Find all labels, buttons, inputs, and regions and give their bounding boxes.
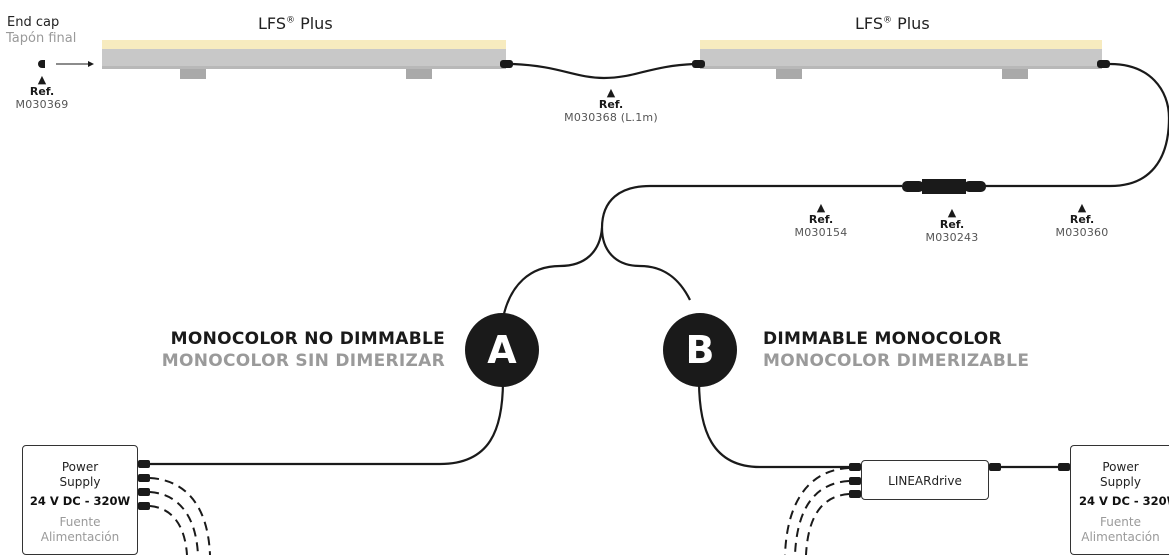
ref-feed-cable-right: ▲ Ref. M030360: [1055, 201, 1109, 239]
badge-b: [663, 313, 737, 387]
ref-connector: ▲ Ref. M030243: [925, 206, 979, 244]
power-supply-left: Power Supply 24 V DC - 320W Fuente Alime…: [22, 445, 138, 555]
branch-b-cable: [697, 379, 1070, 471]
profile-body-left: [102, 49, 506, 69]
badge-a-letter: A: [487, 328, 517, 372]
mode-b-label: DIMMABLE MONOCOLOR MONOCOLOR DIMERIZABLE: [763, 329, 1030, 371]
badge-b-letter: B: [685, 328, 715, 372]
mounting-clip: [1002, 69, 1028, 79]
inline-connector: [922, 179, 966, 194]
led-strip-left: [102, 40, 506, 49]
product-title-right: LFS® Plus: [855, 14, 930, 33]
connector-right-plug: [964, 181, 986, 192]
power-supply-right: Power Supply 24 V DC - 320W Fuente Alime…: [1070, 445, 1169, 555]
led-strip-right: [700, 40, 1102, 49]
lfs-profile-right: [700, 40, 1102, 79]
end-cap-label-en: End cap: [7, 15, 60, 30]
ref-link-cable: ▲ Ref. M030368 (L.1m): [564, 86, 658, 124]
insert-arrow: [56, 61, 94, 67]
badge-a: [465, 313, 539, 387]
mounting-clip: [180, 69, 206, 79]
ref-feed-cable-left: ▲ Ref. M030154: [794, 201, 848, 239]
mounting-clip: [406, 69, 432, 79]
profile-body-right: [700, 49, 1102, 69]
mounting-clip: [776, 69, 802, 79]
ps-left-outputs: [138, 474, 211, 555]
end-cap-label-es: Tapón final: [6, 31, 77, 46]
end-cap-icon: [38, 60, 45, 68]
ref-end-cap: ▲ Ref. M030369: [15, 73, 69, 111]
product-title-left: LFS® Plus: [258, 14, 333, 33]
driver-outputs: [784, 467, 861, 555]
linear-drive: LINEARdrive: [861, 460, 989, 500]
link-cable: [500, 60, 705, 80]
feed-cable: [501, 60, 1169, 319]
branch-a-cable: [138, 379, 505, 468]
connector-left-plug: [902, 181, 924, 192]
mode-a-label: MONOCOLOR NO DIMMABLE MONOCOLOR SIN DIME…: [161, 329, 445, 371]
end-cap: [38, 60, 45, 68]
lfs-profile-left: [102, 40, 506, 79]
